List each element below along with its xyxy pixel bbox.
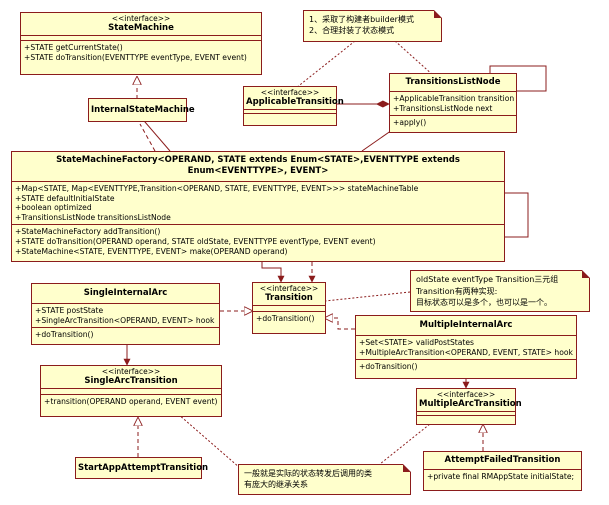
note-line: 2、合理封装了状态模式 (309, 26, 395, 35)
attributes-section (244, 109, 336, 113)
note-anchor-transition (324, 291, 411, 302)
attribute: +boolean optimized (15, 203, 92, 213)
attribute: +private final RMAppState initialState; (427, 472, 575, 481)
note-anchor-builder-2 (394, 40, 435, 77)
attribute: +STATE defaultInitialState (15, 193, 115, 203)
class-name: Transition (265, 293, 313, 303)
note-line: 目标状态可以是多个，也可以是一个。 (416, 298, 552, 307)
stereotype-label: <<interface>> (260, 88, 320, 97)
class-name: ApplicableTransition (246, 97, 344, 107)
self-ref-node (489, 65, 547, 92)
attributes-section (21, 35, 261, 40)
operations-section: +doTransition() (253, 311, 325, 326)
class-name: MultipleArcTransition (419, 399, 522, 409)
operations-section: +transition(OPERAND operand, EVENT event… (41, 394, 221, 409)
class-name: StartAppAttemptTransition (78, 463, 209, 473)
note-line: 1、采取了构建者builder模式 (309, 15, 414, 24)
operation: +transition(OPERAND operand, EVENT event… (44, 397, 218, 406)
operation: +StateMachineFactory addTransition() (15, 227, 161, 237)
class-name: SingleInternalArc (83, 288, 168, 298)
compose-factory-internal (136, 112, 171, 152)
dep-factory-transition (261, 262, 285, 283)
operations-section: +doTransition() (356, 359, 576, 374)
operation: +STATE doTransition(OPERAND operand, STA… (15, 236, 376, 246)
attributes-section (41, 388, 221, 394)
class-name: InternalStateMachine (91, 105, 195, 115)
note-fold-icon (403, 464, 411, 472)
attributes-section: +ApplicableTransition transition +Transi… (390, 91, 516, 115)
operation: +STATE getCurrentState() (24, 43, 123, 52)
operation: +StateMachine<STATE, EVENTTYPE, EVENT> m… (15, 246, 288, 256)
note-fold-icon (582, 270, 590, 278)
note-line: oldState eventType Transition三元组 (416, 275, 559, 284)
operation: +STATE doTransition(EVENTTYPE eventType,… (24, 52, 247, 62)
class-start-app-attempt-transition: StartAppAttemptTransition (75, 457, 209, 479)
attribute: +TransitionsListNode transitionsListNode (15, 212, 171, 222)
attributes-section: +Set<STATE> validPostStates +MultipleArc… (356, 335, 576, 359)
realize-multiple-transition (325, 318, 355, 330)
class-applicable-transition: <<interface>> ApplicableTransition (243, 86, 344, 126)
class-name: MultipleInternalArc (419, 320, 513, 330)
operation: +apply() (393, 118, 427, 128)
class-name: AttemptFailedTransition (444, 455, 561, 465)
note-line: Transition有两种实现: (416, 286, 498, 296)
note-anchor-inheritance-1 (177, 413, 241, 469)
class-name: SingleArcTransition (84, 376, 178, 386)
attribute: +SingleArcTransition<OPERAND, EVENT> hoo… (35, 315, 215, 325)
note-fold-icon (434, 10, 442, 18)
operation: +doTransition() (359, 362, 418, 372)
attribute: +Map<STATE, Map<EVENTTYPE,Transition<OPE… (15, 184, 419, 193)
attribute: +TransitionsListNode next (393, 103, 493, 113)
note-line: 一般就是实际的状态转发后调用的类 (244, 469, 372, 478)
operations-section: +StateMachineFactory addTransition() +ST… (12, 224, 504, 258)
class-single-internal-arc: SingleInternalArc +STATE postState +Sing… (31, 283, 220, 345)
attribute: +ApplicableTransition transition (393, 94, 515, 103)
stereotype-label: <<interface>> (111, 14, 171, 23)
class-name: TransitionsListNode (405, 77, 501, 87)
stereotype-label: <<interface>> (259, 284, 319, 293)
note-line: 有庞大的继承关系 (244, 480, 308, 489)
class-state-machine: <<interface>> StateMachine +STATE getCur… (20, 12, 262, 75)
note-transition-implementations: oldState eventType Transition三元组 Transit… (410, 270, 590, 312)
attribute: +Set<STATE> validPostStates (359, 338, 475, 347)
class-multiple-arc-transition: <<interface>> MultipleArcTransition (416, 388, 522, 425)
class-name: StateMachine (108, 23, 174, 33)
operation: +doTransition() (256, 314, 315, 323)
class-single-arc-transition: <<interface>> SingleArcTransition +trans… (40, 365, 222, 417)
class-transitions-list-node: TransitionsListNode +ApplicableTransitio… (389, 73, 517, 133)
stereotype-label: <<interface>> (101, 367, 161, 376)
operations-section: +STATE getCurrentState() +STATE doTransi… (21, 40, 261, 64)
note-builder: 1、采取了构建者builder模式 2、合理封装了状态模式 (303, 10, 442, 42)
attributes-section: +STATE postState +SingleArcTransition<OP… (32, 303, 219, 327)
note-anchor-inheritance-2 (374, 411, 446, 469)
operation: +doTransition() (35, 330, 94, 340)
attribute: +MultipleArcTransition<OPERAND, EVENT, S… (359, 347, 573, 357)
operations-section: +doTransition() (32, 327, 219, 342)
note-anchor-builder-1 (295, 40, 356, 89)
attributes-section: +Map<STATE, Map<EVENTTYPE,Transition<OPE… (12, 181, 504, 224)
self-ref-factory (505, 192, 529, 238)
dep-factory-internal (139, 123, 156, 152)
attributes-section (417, 411, 515, 415)
class-internal-state-machine: InternalStateMachine (88, 98, 195, 122)
class-multiple-internal-arc: MultipleInternalArc +Set<STATE> validPos… (355, 315, 577, 379)
note-inheritance: 一般就是实际的状态转发后调用的类 有庞大的继承关系 (238, 464, 411, 495)
class-transition: <<interface>> Transition +doTransition() (252, 282, 326, 334)
class-attempt-failed-transition: AttemptFailedTransition +private final R… (423, 451, 582, 491)
attributes-section (253, 305, 325, 311)
class-name: StateMachineFactory<OPERAND, STATE exten… (56, 155, 460, 176)
attribute: +STATE postState (35, 306, 104, 315)
operations-section: +apply() (390, 115, 516, 130)
class-state-machine-factory: StateMachineFactory<OPERAND, STATE exten… (11, 151, 505, 262)
stereotype-label: <<interface>> (436, 390, 496, 399)
operations-section (244, 113, 336, 117)
operations-section (417, 415, 515, 419)
attributes-section: +private final RMAppState initialState; (424, 469, 581, 484)
